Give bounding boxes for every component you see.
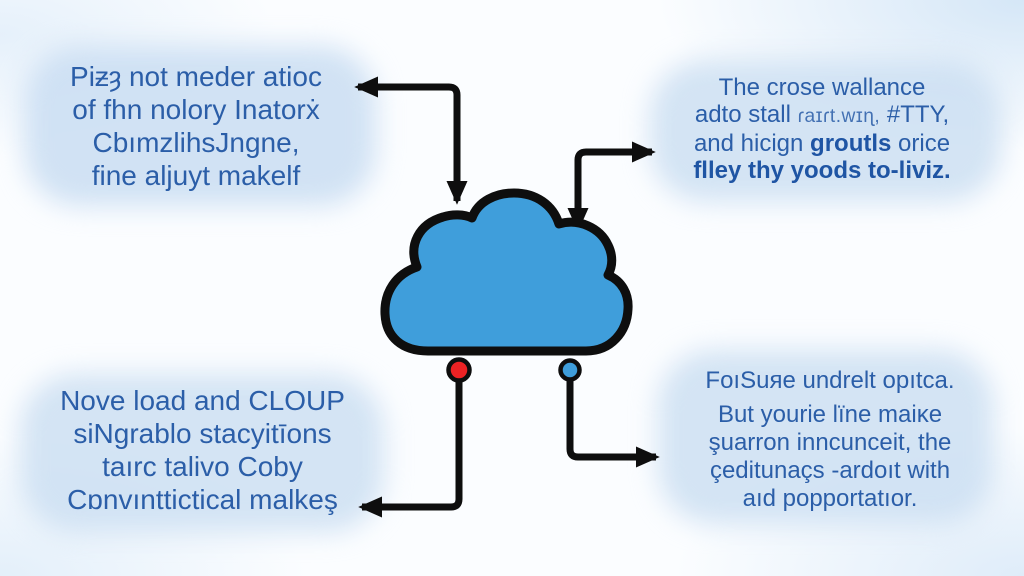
callout-line: siNgrablo stacyitīons (73, 418, 332, 449)
callout-line: Cɒnvınttictical malkeş (67, 484, 338, 515)
callout-line: Nove load and CLOUP (60, 385, 345, 416)
cloud-icon (380, 188, 633, 356)
arrow-bottom-left (358, 381, 463, 518)
callout-line: flley thy yoods to-liviz. (693, 157, 951, 184)
arrow-top-left (354, 76, 468, 205)
arrow-bottom-right (566, 380, 660, 468)
callout-line: of fhn nolory Inatorẋ (72, 94, 320, 125)
callout-line: fine aljuyt makelf (91, 160, 301, 191)
callout-glow-top-left (24, 46, 376, 206)
text-block-bottom-right: FoıSuяe undrelt opıtca. But yourie lïne m… (650, 367, 1010, 513)
callout-glow-bottom-right (658, 350, 994, 524)
callout-line: adto stall ɾaɪɾt.wɪɳ, #TTY, (694, 101, 950, 128)
blue-dot (558, 358, 582, 382)
callout-line: But yourie lïne maiĸe (717, 401, 943, 428)
callout-line: The crose wallance (718, 74, 926, 101)
callout-line: CbımzlihsJngne, (92, 127, 300, 158)
callout-line: şuarron inncunceit, the (708, 429, 952, 456)
callout-line: Piƶȝ not meder atioc (70, 61, 322, 92)
callout-line: taırc talivo Coby (102, 451, 303, 482)
callout-line: FoıSuяe undrelt opıtca. (705, 367, 955, 394)
callout-glow-bottom-left (20, 374, 384, 532)
callout-line: aıd popportatıor. (742, 485, 918, 512)
callout-line: and hicign groutls orice (693, 130, 951, 157)
red-dot (446, 357, 472, 383)
callout-glow-top-right (650, 60, 1002, 202)
callout-line: çeditunaçs -ardoıt with (709, 457, 951, 484)
arrow-top-right (567, 141, 656, 232)
